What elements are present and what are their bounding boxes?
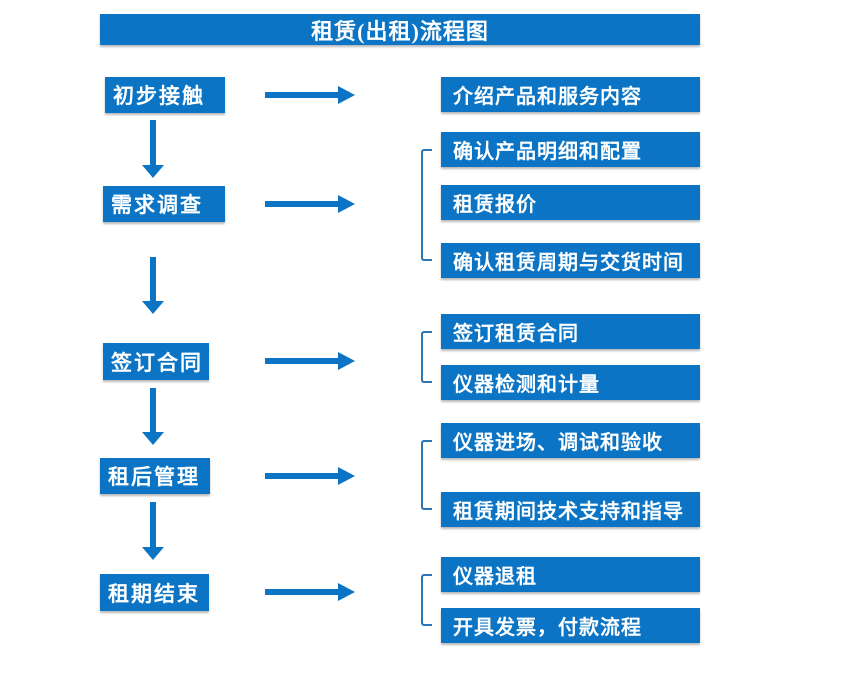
arrow-down-icon xyxy=(142,502,164,560)
stage-box-demand-survey: 需求调查 xyxy=(103,186,225,222)
group-bracket-rental-end xyxy=(421,574,432,626)
arrow-right-icon xyxy=(265,582,355,602)
arrow-down-icon xyxy=(142,388,164,445)
flowchart-title-bar: 租赁(出租)流程图 xyxy=(100,14,700,45)
stage-box-rental-end: 租期结束 xyxy=(100,574,209,611)
detail-box-confirm-rental-period: 确认租赁周期与交货时间 xyxy=(441,243,700,278)
detail-box-invoice-payment: 开具发票，付款流程 xyxy=(441,608,700,643)
stage-box-initial-contact: 初步接触 xyxy=(105,77,225,113)
detail-box-instrument-setup: 仪器进场、调试和验收 xyxy=(441,423,700,458)
group-bracket-sign-contract xyxy=(421,331,432,383)
arrow-right-icon xyxy=(265,194,355,214)
detail-box-sign-rental-contract: 签订租赁合同 xyxy=(441,314,700,349)
detail-box-tech-support: 租赁期间技术支持和指导 xyxy=(441,492,700,527)
group-bracket-demand-survey xyxy=(421,149,432,261)
detail-box-instrument-testing: 仪器检测和计量 xyxy=(441,365,700,400)
stage-box-post-rental-management: 租后管理 xyxy=(100,458,210,494)
group-bracket-post-rental xyxy=(421,440,432,510)
detail-box-rental-quote: 租赁报价 xyxy=(441,185,700,220)
detail-box-introduce-products: 介绍产品和服务内容 xyxy=(441,77,700,112)
arrow-right-icon xyxy=(265,466,355,486)
detail-box-confirm-product-config: 确认产品明细和配置 xyxy=(441,132,700,167)
stage-box-sign-contract: 签订合同 xyxy=(103,343,209,380)
arrow-down-icon xyxy=(142,120,164,178)
arrow-right-icon xyxy=(265,351,355,371)
arrow-right-icon xyxy=(265,85,355,105)
flowchart-title: 租赁(出租)流程图 xyxy=(311,18,489,44)
arrow-down-icon xyxy=(142,257,164,314)
detail-box-instrument-return: 仪器退租 xyxy=(441,557,700,592)
